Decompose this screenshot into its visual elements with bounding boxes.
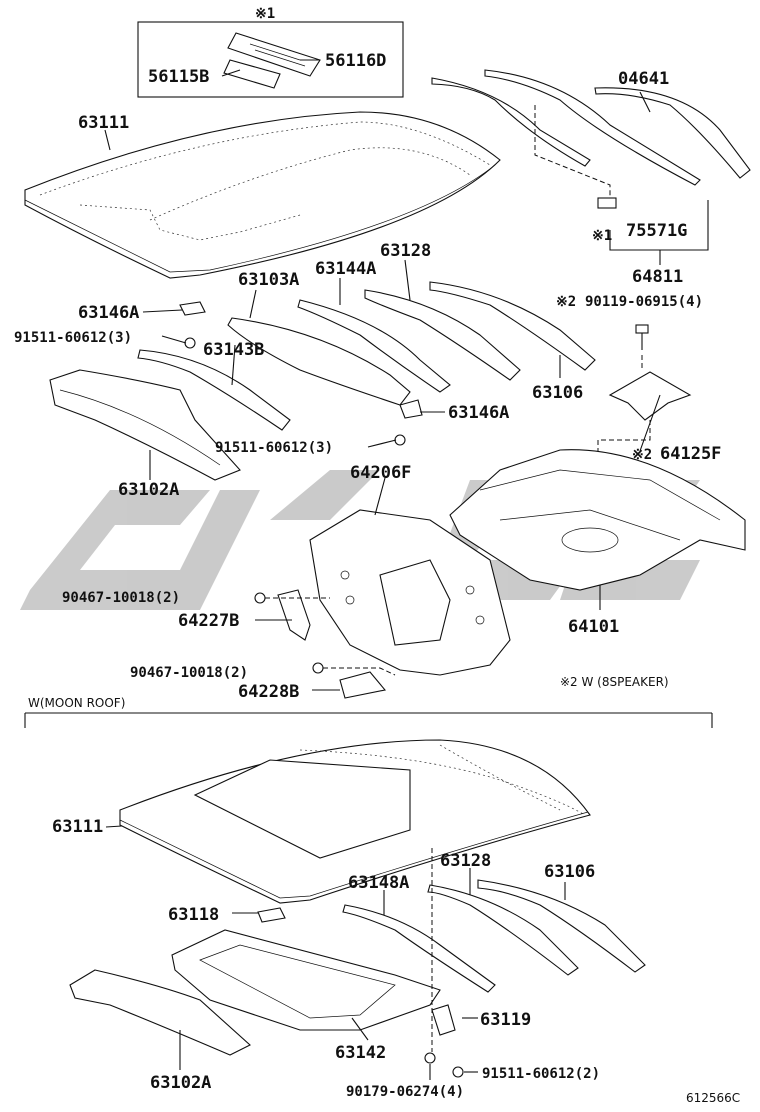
windshield-shape <box>484 69 701 186</box>
label-64125F: 64125F <box>660 444 721 464</box>
label-63106-top: 63106 <box>532 383 583 403</box>
package-tray-64101 <box>449 449 746 591</box>
bracket-63146A-left <box>179 301 206 316</box>
reinforcement-63128-mr <box>427 884 579 976</box>
label-90467-a: 90467-10018(2) <box>62 590 180 606</box>
label-64206F: 64206F <box>350 463 411 483</box>
reinforcement-63128 <box>364 289 521 381</box>
label-90119: 90119-06915(4) <box>585 294 703 310</box>
bolt-90467-b <box>312 662 324 674</box>
label-90179: 90179-06274(4) <box>346 1084 464 1100</box>
reinforcement-63143B <box>137 349 291 431</box>
label-91511-b: 91511-60612(3) <box>215 440 333 456</box>
reinforcement-63106-mr <box>477 879 646 973</box>
label-91511-a: 91511-60612(3) <box>14 330 132 346</box>
label-63106-bottom: 63106 <box>544 862 595 882</box>
sunroof-opening <box>193 759 411 859</box>
bolt-91511-b <box>394 434 406 446</box>
part-56116D-shape <box>227 32 321 77</box>
label-63118: 63118 <box>168 905 219 925</box>
label-63119: 63119 <box>480 1010 531 1030</box>
label-note1-top: ※1 <box>255 6 275 22</box>
label-speaker-note: ※2 W (8SPEAKER) <box>560 675 669 689</box>
bracket-64125F <box>608 371 692 421</box>
label-63128-bottom: 63128 <box>440 851 491 871</box>
label-63148A: 63148A <box>348 873 409 893</box>
reinforcement-63148A <box>342 904 496 993</box>
label-63143B: 63143B <box>203 340 264 360</box>
label-63111-top: 63111 <box>78 113 129 133</box>
bolt-91511-c <box>452 1066 464 1078</box>
label-note2-bracket: ※2 <box>632 447 652 463</box>
moulding-left <box>431 77 591 167</box>
bracket-64227B <box>277 589 311 641</box>
label-63146A-left: 63146A <box>78 303 139 323</box>
bolt-90467-a <box>254 592 266 604</box>
label-diagram-id: 612566C <box>686 1091 740 1105</box>
label-moon-roof: W(MOON ROOF) <box>28 696 125 710</box>
label-64101: 64101 <box>568 617 619 637</box>
label-63144A: 63144A <box>315 259 376 279</box>
label-64811: 64811 <box>632 267 683 287</box>
reinforcement-63103A <box>227 317 411 406</box>
bracket-63119 <box>431 1004 456 1036</box>
label-63142: 63142 <box>335 1043 386 1063</box>
bolt-90119 <box>635 324 649 334</box>
bracket-64228B <box>339 671 387 699</box>
label-90467-b: 90467-10018(2) <box>130 665 248 681</box>
label-63102A-top: 63102A <box>118 480 179 500</box>
front-header-63102A <box>49 369 241 481</box>
moulding-right <box>594 87 751 179</box>
label-56115B: 56115B <box>148 67 209 87</box>
label-63103A: 63103A <box>238 270 299 290</box>
reinforcement-63144A <box>297 299 451 393</box>
label-63146A-right: 63146A <box>448 403 509 423</box>
bracket-63118 <box>257 907 286 923</box>
reinforcement-63106 <box>429 281 596 371</box>
bolt-91511-a <box>184 337 196 349</box>
clip-75571G <box>597 197 617 209</box>
bolt-90179 <box>424 1052 436 1064</box>
part-56115B-shape <box>223 59 281 89</box>
back-panel-window <box>379 559 451 646</box>
label-64227B: 64227B <box>178 611 239 631</box>
roof-panel-shape <box>24 111 501 279</box>
inset-box <box>137 21 404 98</box>
bracket-63146A-right <box>399 399 423 419</box>
label-91511-c: 91511-60612(2) <box>482 1066 600 1082</box>
label-75571G: 75571G <box>626 221 687 241</box>
label-note1-mid: ※1 <box>592 228 612 244</box>
label-04641: 04641 <box>618 69 669 89</box>
label-56116D: 56116D <box>325 51 386 71</box>
label-63111-bottom: 63111 <box>52 817 103 837</box>
label-64228B: 64228B <box>238 682 299 702</box>
front-header-63102A-mr <box>69 969 251 1056</box>
label-note2-bolt: ※2 <box>556 294 576 310</box>
label-63128-top: 63128 <box>380 241 431 261</box>
sunroof-frame-63142 <box>171 929 441 1031</box>
label-63102A-bottom: 63102A <box>150 1073 211 1093</box>
